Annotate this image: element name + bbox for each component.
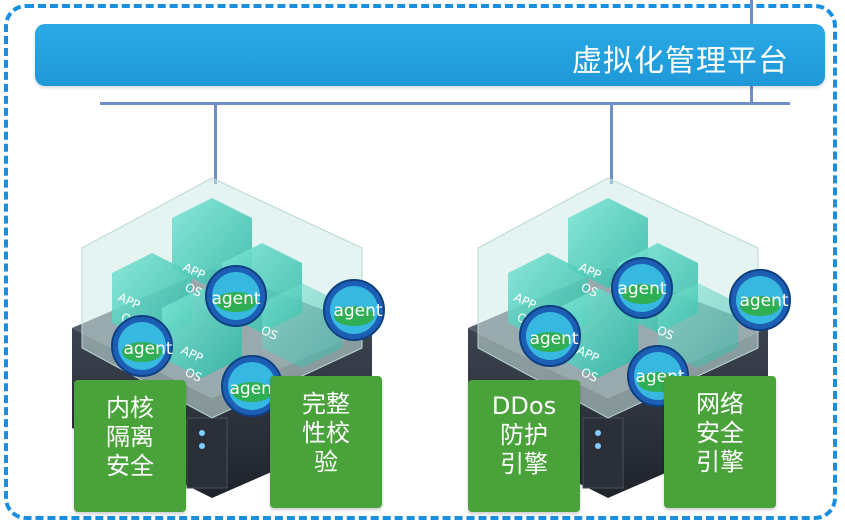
- kernel-isolation-security-label: 内核 隔离 安全: [74, 380, 186, 512]
- agent-icon: agent: [110, 314, 174, 378]
- left-drop-line: [214, 104, 217, 184]
- agent-label: agent: [617, 279, 666, 299]
- agent-icon: agent: [518, 304, 582, 368]
- agent-icon: agent: [610, 256, 674, 320]
- right-drop-line: [610, 104, 613, 184]
- teal-block: [658, 283, 738, 368]
- dashed-frame: [4, 4, 837, 520]
- agent-icon: agent: [728, 268, 792, 332]
- platform-title: 虚拟化管理平台: [572, 44, 789, 79]
- virtualization-management-platform-bar: 虚拟化管理平台: [35, 24, 825, 86]
- server-led: [199, 443, 205, 449]
- integrity-check-label: 完整 性校 验: [270, 376, 382, 508]
- agent-label: agent: [529, 329, 578, 349]
- teal-block: [558, 288, 638, 378]
- network-security-engine-label: 网络 安全 引擎: [664, 376, 776, 508]
- agent-label: agent: [211, 289, 260, 309]
- bus-line: [100, 102, 790, 105]
- teal-block: [262, 283, 342, 368]
- agent-label: agent: [333, 301, 382, 321]
- ddos-protection-engine-label: DDos 防护 引擎: [468, 380, 580, 512]
- agent-label: agent: [229, 379, 278, 399]
- os-layer-text: OS: [579, 280, 600, 300]
- server-led: [595, 430, 601, 436]
- server-drive-bay: [582, 417, 624, 489]
- os-layer-text: OS: [183, 365, 204, 385]
- os-layer-text: OS: [183, 280, 204, 300]
- server-led: [199, 430, 205, 436]
- os-layer-text: OS: [655, 323, 676, 343]
- agent-icon: agent: [204, 264, 268, 328]
- agent-icon: agent: [220, 354, 284, 418]
- agent-label: agent: [123, 339, 172, 359]
- server-led: [595, 443, 601, 449]
- os-layer-text: OS: [259, 323, 280, 343]
- agent-icon: agent: [322, 278, 386, 342]
- agent-label: agent: [739, 291, 788, 311]
- server-drive-bay: [186, 417, 228, 489]
- os-layer-text: OS: [579, 365, 600, 385]
